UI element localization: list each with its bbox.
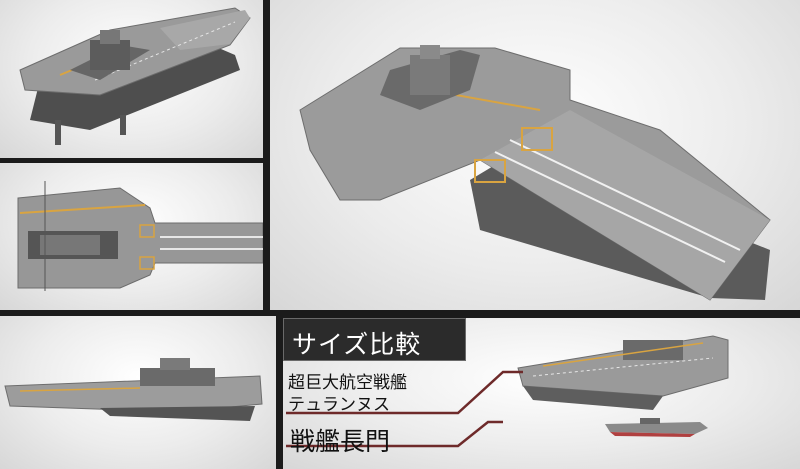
carrier-3d-model: [517, 335, 729, 410]
carrier-3d-model: [299, 45, 771, 301]
carrier-name-line1: 超巨大航空戦艦: [288, 373, 407, 393]
carrier-3d-model: [17, 181, 263, 291]
carrier-3d-model: [4, 358, 263, 421]
battleship-name: 戦艦長門: [290, 427, 391, 456]
carrier-name-line2: テュランヌス: [288, 395, 390, 415]
carrier-3d-model: [19, 7, 251, 145]
comparison-heading: サイズ比較: [292, 330, 422, 359]
view-oblique-rear: [0, 0, 263, 158]
view-top-down: [0, 163, 263, 310]
view-main-perspective: [270, 0, 800, 310]
view-side: [0, 316, 276, 469]
comparison-heading-box: サイズ比較: [283, 318, 466, 361]
